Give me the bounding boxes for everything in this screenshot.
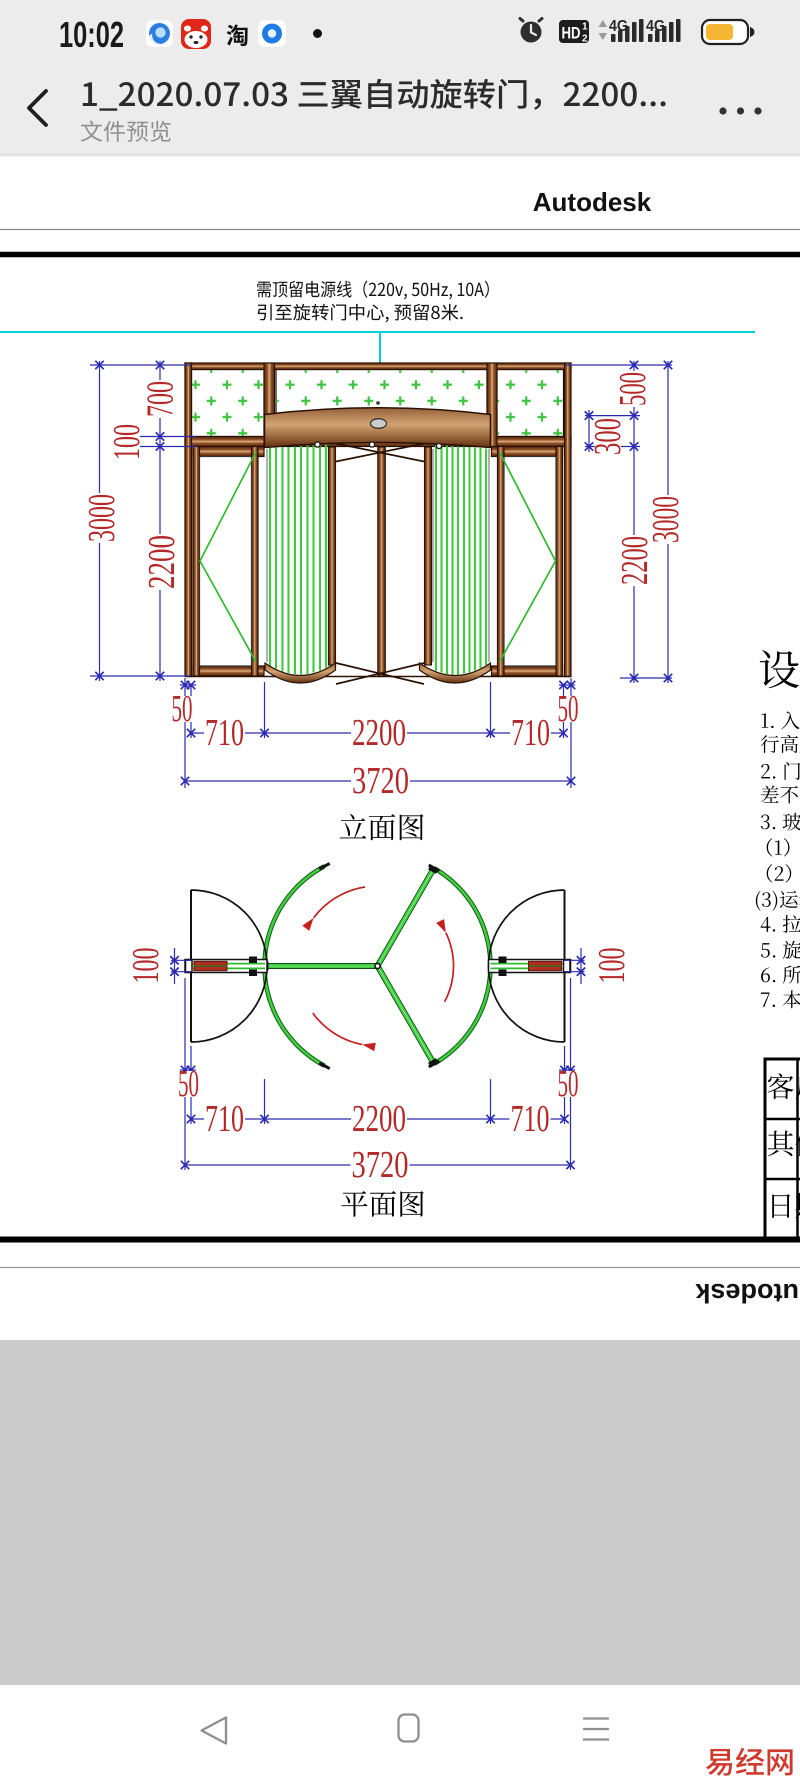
svg-text:Autodesk: Autodesk [695, 1278, 800, 1308]
svg-text:Autodesk: Autodesk [533, 187, 652, 217]
svg-text:2200: 2200 [141, 535, 183, 589]
svg-text:710: 710 [205, 712, 244, 754]
svg-text:100: 100 [591, 948, 633, 984]
svg-text:50: 50 [178, 1063, 199, 1105]
svg-text:50: 50 [172, 688, 193, 730]
svg-text:710: 710 [511, 712, 550, 754]
svg-text:4G: 4G [609, 18, 628, 35]
svg-text:700: 700 [140, 381, 182, 417]
svg-text:50: 50 [558, 688, 579, 730]
svg-text:2200: 2200 [614, 536, 656, 585]
svg-text:2200: 2200 [352, 1098, 406, 1140]
svg-text:3000: 3000 [81, 494, 123, 542]
svg-text:4G: 4G [646, 18, 665, 35]
svg-text:HD: HD [562, 24, 581, 43]
svg-text:100: 100 [125, 948, 167, 984]
svg-text:710: 710 [511, 1098, 550, 1140]
svg-text:500: 500 [612, 372, 654, 406]
svg-text:300: 300 [587, 418, 629, 455]
svg-text:2: 2 [582, 34, 588, 45]
svg-text:2200: 2200 [352, 712, 406, 754]
svg-text:3720: 3720 [352, 1144, 409, 1186]
svg-text:710: 710 [205, 1098, 244, 1140]
svg-text:3000: 3000 [645, 496, 687, 543]
svg-text:50: 50 [558, 1063, 579, 1105]
svg-text:100: 100 [106, 424, 148, 460]
svg-text:3720: 3720 [352, 760, 409, 802]
svg-text:10:02: 10:02 [59, 14, 124, 55]
svg-text:1: 1 [582, 22, 588, 33]
